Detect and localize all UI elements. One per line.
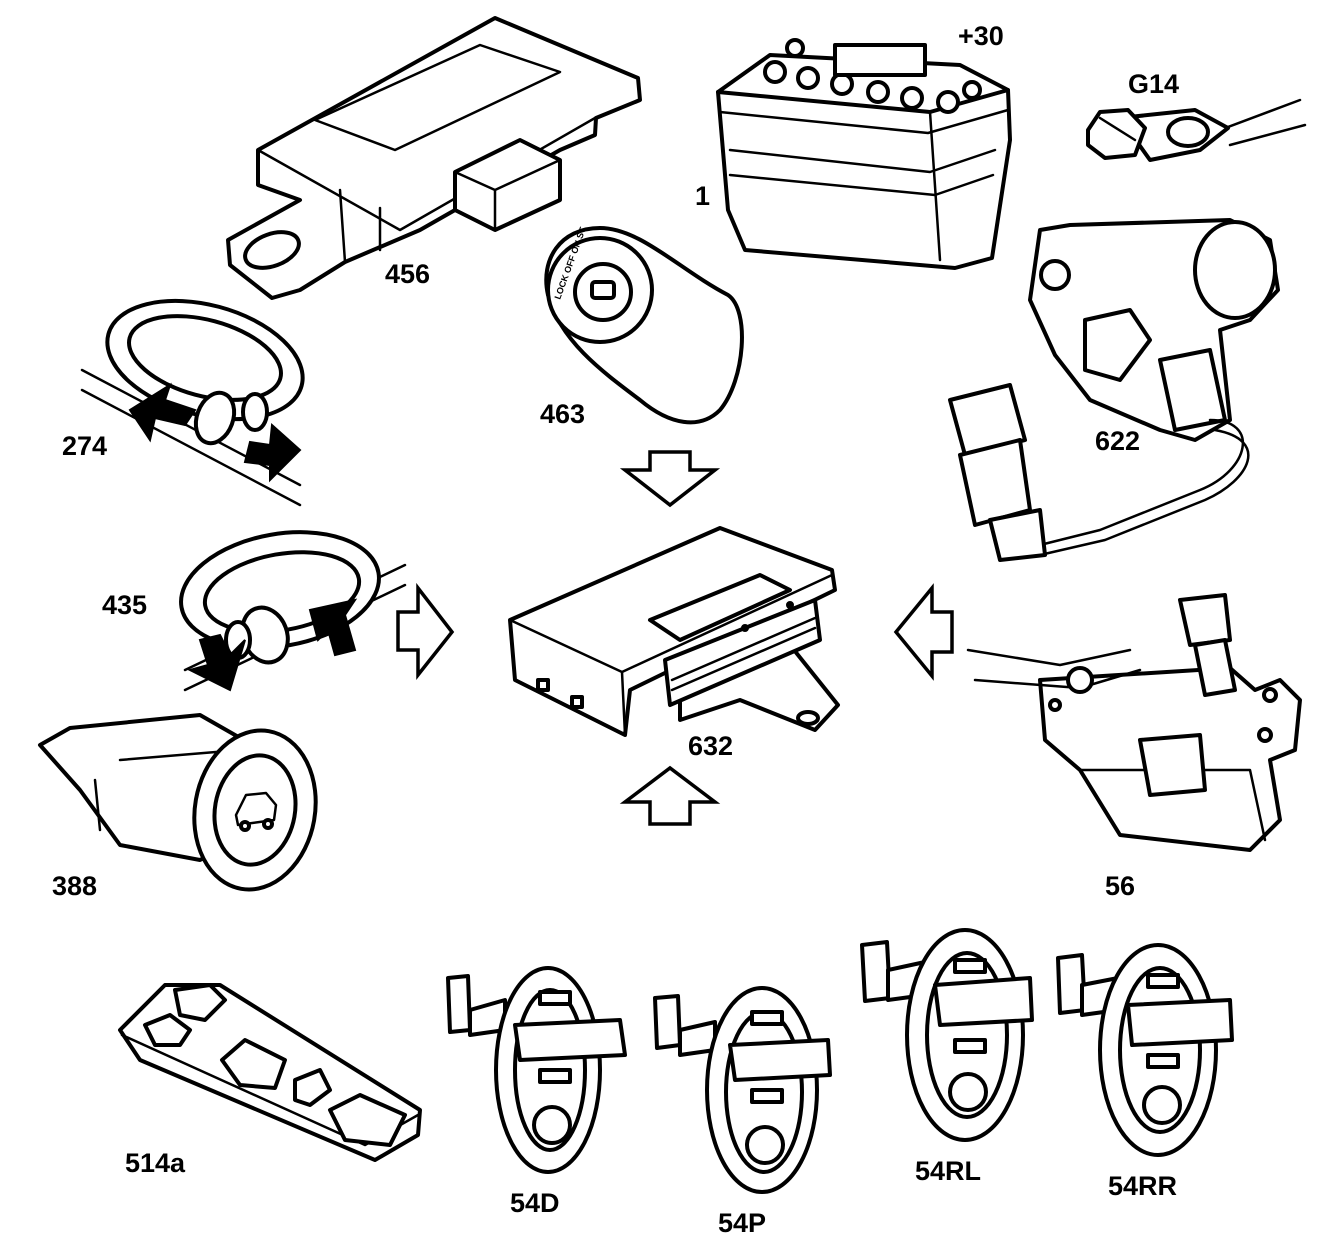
label-1: 1 [695,181,710,211]
label-514a: 514a [125,1148,186,1178]
label-463: 463 [540,399,585,429]
arrow-left-icon [893,583,954,681]
door-lock-actuator-54p-icon [653,986,832,1194]
motor-actuator-622-icon [948,218,1280,562]
arrow-right-icon [396,582,455,681]
ground-point-g14-icon [1086,98,1307,162]
door-lock-actuator-54rl-icon [860,928,1034,1142]
arrow-up-icon [619,765,721,826]
label-274: 274 [62,431,107,461]
label-435: 435 [102,590,147,620]
window-switch-panel-514a-icon [118,983,422,1162]
label-632: 632 [688,731,733,761]
label-456: 456 [385,259,430,289]
label-54p: 54P [718,1208,766,1238]
label-54rl: 54RL [915,1156,981,1186]
door-lock-mechanism-56-icon [966,593,1302,852]
label-622: 622 [1095,426,1140,456]
door-handle-274-icon [80,298,305,507]
battery-1-icon [716,38,1012,270]
trunk-release-switch-388-icon [38,713,318,892]
label-54rr: 54RR [1108,1171,1177,1201]
label-388: 388 [52,871,97,901]
door-handle-435-icon [179,530,407,692]
ignition-switch-463-icon: LOCK OFF ON ST [544,225,744,425]
label-56: 56 [1105,871,1135,901]
arrow-down-icon [619,450,721,508]
door-lock-actuator-54d-icon [446,966,627,1174]
label-plus30: +30 [958,21,1004,51]
label-54d: 54D [510,1188,560,1218]
central-control-unit-632-icon [508,526,840,737]
control-module-456-icon [226,16,642,300]
door-lock-actuator-54rr-icon [1056,943,1234,1157]
label-g14: G14 [1128,69,1179,99]
